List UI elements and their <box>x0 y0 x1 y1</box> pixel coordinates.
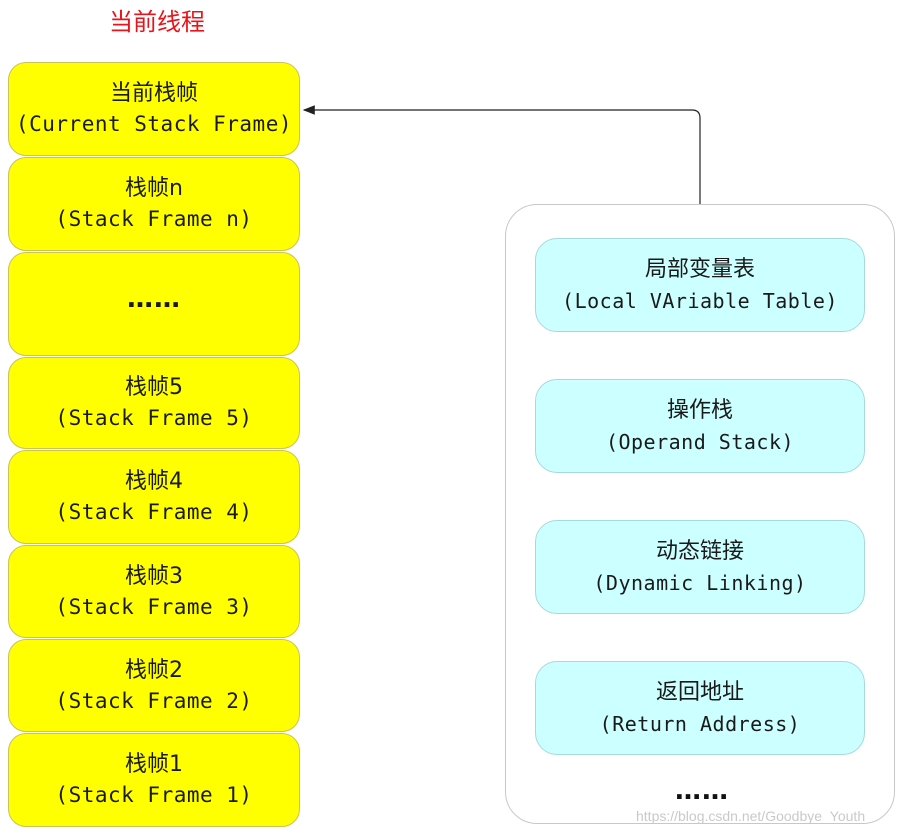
current-stack-frame: 当前栈帧 (Current Stack Frame) <box>8 62 300 156</box>
more-contents-ellipsis: …… <box>675 776 729 806</box>
return-address: 返回地址 (Return Address) <box>535 661 865 755</box>
slot-label-en: (Operand Stack) <box>605 430 795 454</box>
frame-label-zh: 栈帧n <box>125 176 183 201</box>
frame-label-en: (Stack Frame 2) <box>55 688 253 713</box>
stack-frame-4: 栈帧4 (Stack Frame 4) <box>8 450 300 544</box>
slot-label-en: (Local VAriable Table) <box>562 289 838 313</box>
stack-frame-n: 栈帧n (Stack Frame n) <box>8 157 300 251</box>
frame-label-en: (Stack Frame n) <box>55 207 253 231</box>
frame-label-zh: 当前栈帧 <box>109 81 198 106</box>
slot-label-en: (Return Address) <box>599 712 801 736</box>
frame-label-en: (Current Stack Frame) <box>15 112 292 136</box>
frame-label-zh: 栈帧4 <box>125 469 183 494</box>
frame-label-en: (Stack Frame 4) <box>55 500 253 524</box>
slot-label-zh: 局部变量表 <box>644 257 755 282</box>
frame-label-zh: 栈帧1 <box>125 752 183 777</box>
ellipsis-text: …… <box>127 284 181 314</box>
frame-label-en: (Stack Frame 3) <box>55 594 253 619</box>
local-variable-table: 局部变量表 (Local VAriable Table) <box>535 238 865 332</box>
stack-frame-3: 栈帧3 (Stack Frame 3) <box>8 545 300 638</box>
frame-label-zh: 栈帧2 <box>125 657 183 683</box>
slot-label-zh: 动态链接 <box>655 539 744 564</box>
dynamic-linking: 动态链接 (Dynamic Linking) <box>535 520 865 614</box>
stack-frame-5: 栈帧5 (Stack Frame 5) <box>8 357 300 449</box>
frame-label-zh: 栈帧5 <box>125 375 183 400</box>
slot-label-zh: 返回地址 <box>655 680 744 705</box>
frame-label-zh: 栈帧3 <box>125 563 183 589</box>
stack-frame-2: 栈帧2 (Stack Frame 2) <box>8 639 300 732</box>
slot-label-zh: 操作栈 <box>666 398 733 423</box>
thread-title: 当前线程 <box>109 8 205 36</box>
stack-frame-1: 栈帧1 (Stack Frame 1) <box>8 733 300 827</box>
operand-stack: 操作栈 (Operand Stack) <box>535 379 865 473</box>
watermark-text: https://blog.csdn.net/Goodbye_Youth <box>636 808 866 824</box>
frame-label-en: (Stack Frame 1) <box>55 783 253 807</box>
slot-label-en: (Dynamic Linking) <box>593 571 807 595</box>
stack-frame-ellipsis: …… <box>8 252 300 356</box>
frame-label-en: (Stack Frame 5) <box>55 406 253 430</box>
